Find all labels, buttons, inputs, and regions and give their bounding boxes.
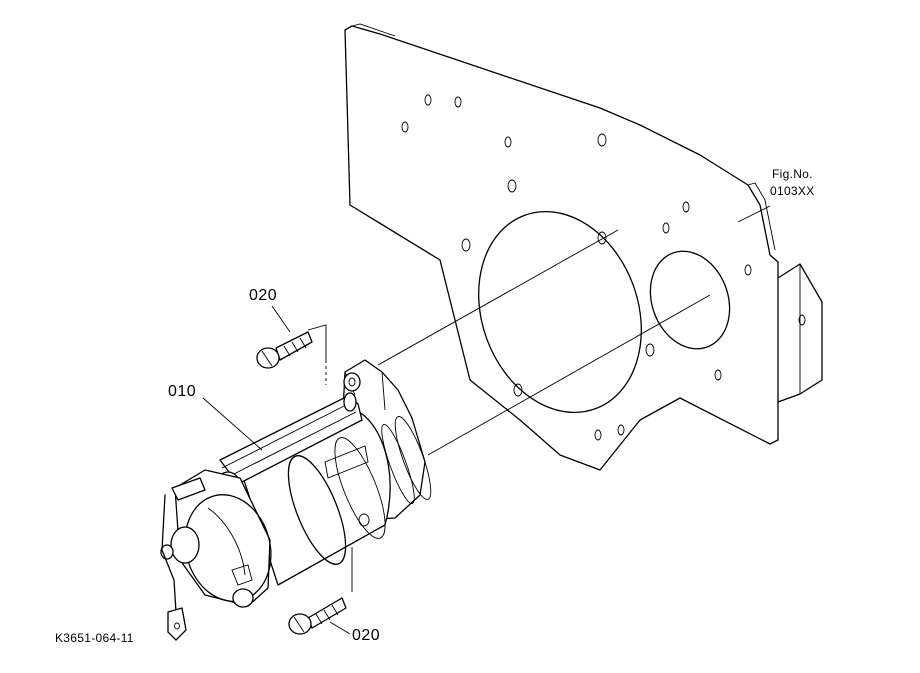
alignment-lines [307, 229, 711, 592]
bolt-bottom [288, 597, 347, 635]
fig-number: 0103XX [770, 184, 815, 198]
plate-holes [401, 94, 752, 441]
label-020-top: 020 [249, 287, 278, 304]
leader-lines [202, 205, 771, 635]
fig-title: Fig.No. [772, 167, 813, 181]
label-020-bottom: 020 [352, 627, 381, 644]
starter-motor [160, 359, 432, 641]
mounting-plate [344, 23, 823, 471]
bolt-top [256, 331, 313, 369]
drawing-code: K3651-064-11 [55, 631, 134, 645]
label-010: 010 [168, 383, 197, 400]
